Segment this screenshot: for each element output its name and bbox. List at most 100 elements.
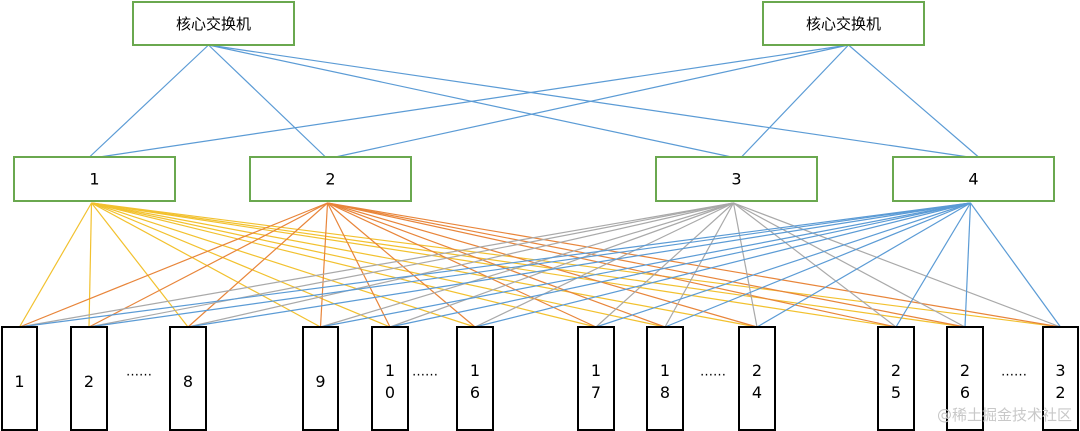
core-link-2-1 [99, 44, 849, 158]
server-label-9-line-1: 2 [752, 361, 762, 380]
core-link-2-2 [335, 44, 849, 158]
agg-link-1-4 [91, 202, 321, 328]
agg-link-2-5 [326, 202, 391, 328]
agg-link-3-8 [664, 202, 735, 328]
agg-link-1-5 [91, 202, 391, 328]
server-box-7 [577, 326, 615, 431]
agg-link-1-9 [91, 202, 758, 328]
agg-link-1-7 [91, 202, 597, 328]
agg-link-4-8 [664, 202, 971, 328]
server-label-10-line-2: 5 [891, 383, 901, 402]
agg-link-1-6 [91, 202, 476, 328]
agg-link-2-4 [319, 202, 329, 328]
server-box-5 [371, 326, 409, 431]
agg-switch-box-1 [13, 156, 176, 202]
agg-link-3-3 [187, 202, 734, 328]
server-box-8 [646, 326, 684, 431]
server-label-5-line-1: 1 [385, 361, 395, 380]
agg-link-3-1 [19, 202, 734, 328]
server-box-9 [738, 326, 776, 431]
ellipsis-3: …… [700, 365, 726, 380]
agg-link-2-1 [19, 202, 328, 328]
core-link-1-4 [208, 44, 969, 158]
agg-link-1-2 [88, 202, 93, 328]
core-switch-label-2: 核心交换机 [806, 15, 881, 33]
agg-link-2-2 [88, 202, 328, 328]
core-switch-label-1: 核心交换机 [176, 15, 251, 33]
server-label-5-line-2: 0 [385, 383, 395, 402]
agg-link-3-11 [733, 202, 966, 328]
agg-link-4-11 [964, 202, 972, 328]
agg-link-1-1 [18, 202, 93, 328]
server-label-7-line-2: 7 [591, 383, 601, 402]
agg-link-3-12 [733, 202, 1061, 328]
agg-link-3-6 [474, 202, 734, 328]
agg-switch-label-1: 1 [89, 170, 99, 189]
server-box-2 [70, 326, 108, 431]
server-box-3 [169, 326, 207, 431]
agg-switch-label-4: 4 [968, 170, 978, 189]
core-link-2-4 [848, 44, 979, 158]
agg-link-3-7 [595, 202, 734, 328]
ellipsis-4: …… [1001, 365, 1027, 380]
agg-link-2-10 [327, 202, 897, 328]
server-box-6 [456, 326, 494, 431]
agg-link-4-7 [595, 202, 971, 328]
core-agg-links [89, 44, 979, 158]
agg-link-2-3 [187, 202, 328, 328]
ellipsis-1: …… [126, 365, 152, 380]
server-label-7-line-1: 1 [591, 361, 601, 380]
server-label-1: 1 [14, 372, 24, 391]
watermark: @稀土掘金技术社区 [936, 406, 1072, 424]
agg-server-links [18, 202, 1061, 328]
agg-link-4-10 [895, 202, 972, 328]
server-label-12-line-1: 3 [1055, 361, 1065, 380]
agg-link-4-3 [187, 202, 971, 328]
core-link-1-1 [89, 44, 209, 158]
server-label-9-line-2: 4 [752, 383, 762, 402]
agg-link-3-2 [88, 202, 734, 328]
server-label-11-line-1: 2 [960, 361, 970, 380]
server-label-4: 9 [315, 372, 325, 391]
core-link-1-2 [208, 44, 326, 158]
agg-link-4-12 [970, 202, 1061, 328]
server-label-3: 8 [183, 372, 193, 391]
agg-link-3-10 [733, 202, 897, 328]
server-label-10-line-1: 2 [891, 361, 901, 380]
agg-switch-box-2 [249, 156, 412, 202]
agg-link-2-6 [327, 202, 476, 328]
agg-link-2-9 [327, 202, 758, 328]
server-box-10 [877, 326, 915, 431]
agg-switch-box-4 [892, 156, 1055, 202]
agg-link-3-9 [732, 202, 758, 328]
agg-link-3-5 [389, 202, 734, 328]
agg-link-4-6 [474, 202, 971, 328]
agg-switch-label-2: 2 [325, 170, 335, 189]
agg-switch-box-3 [655, 156, 818, 202]
server-label-8-line-2: 8 [660, 383, 670, 402]
agg-link-4-5 [389, 202, 971, 328]
server-box-4 [302, 326, 339, 431]
server-label-6-line-2: 6 [470, 383, 480, 402]
agg-link-4-1 [19, 202, 971, 328]
server-label-2: 2 [84, 372, 94, 391]
server-label-6-line-1: 1 [470, 361, 480, 380]
agg-link-1-3 [91, 202, 189, 328]
core-link-2-3 [741, 44, 849, 158]
server-label-11-line-2: 6 [960, 383, 970, 402]
server-label-12-line-2: 2 [1055, 383, 1065, 402]
agg-link-4-2 [88, 202, 971, 328]
agg-switch-label-3: 3 [731, 170, 741, 189]
ellipsis-2: …… [412, 365, 438, 380]
core-switch-box-1 [132, 1, 295, 46]
